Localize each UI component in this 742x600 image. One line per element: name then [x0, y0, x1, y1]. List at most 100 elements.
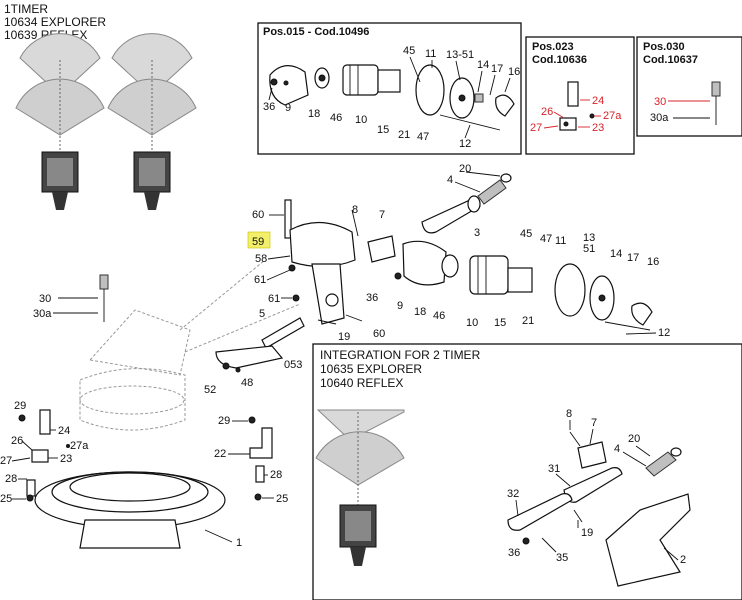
svg-text:51: 51 [583, 243, 595, 255]
svg-text:32: 32 [507, 488, 519, 500]
svg-text:7: 7 [591, 417, 597, 429]
svg-text:25: 25 [0, 493, 12, 505]
box-pos015-labels: 45 11 13-51 14 17 16 36 9 18 46 10 15 21… [263, 45, 520, 150]
svg-text:28: 28 [270, 469, 282, 481]
svg-text:31: 31 [548, 463, 560, 475]
box-pos015-parts [269, 64, 515, 131]
svg-text:13-51: 13-51 [446, 49, 474, 61]
svg-text:23: 23 [592, 122, 604, 134]
svg-text:60: 60 [252, 209, 264, 221]
svg-text:30a: 30a [33, 308, 52, 320]
box-pos015 [257, 22, 522, 155]
svg-text:11: 11 [425, 48, 436, 60]
svg-text:27a: 27a [603, 110, 622, 122]
svg-text:10: 10 [355, 114, 367, 126]
svg-text:15: 15 [494, 317, 506, 329]
svg-text:11: 11 [555, 235, 566, 247]
svg-text:22: 22 [214, 448, 226, 460]
box-pos030-title-b: Cod.10637 [643, 54, 698, 66]
box-pos030-title-a: Pos.030 [643, 41, 685, 53]
label-59-highlight [247, 231, 271, 249]
box-pos030-labels: 30 30a [650, 96, 710, 124]
svg-text:52: 52 [204, 384, 216, 396]
svg-text:47: 47 [417, 131, 429, 143]
svg-text:30: 30 [654, 96, 666, 108]
svg-text:25: 25 [276, 493, 288, 505]
svg-text:1: 1 [236, 537, 242, 549]
svg-text:3: 3 [474, 227, 480, 239]
svg-text:9: 9 [397, 300, 403, 312]
svg-text:48: 48 [241, 377, 253, 389]
spray-pattern-figure-left [15, 33, 105, 210]
svg-text:60: 60 [373, 328, 385, 340]
svg-text:4: 4 [447, 174, 453, 186]
svg-text:35: 35 [556, 552, 568, 564]
main-labels: 20 4 60 7 8 3 59 58 61 45 47 11 13 51 14… [33, 163, 670, 396]
box-pos030-parts [711, 81, 721, 125]
svg-text:45: 45 [403, 45, 415, 57]
integration-reflex: 10640 REFLEX [320, 376, 403, 390]
svg-text:26: 26 [11, 435, 23, 447]
box-integration [312, 343, 742, 600]
svg-text:13: 13 [583, 232, 595, 244]
svg-text:12: 12 [658, 327, 670, 339]
svg-text:24: 24 [592, 95, 604, 107]
svg-text:30: 30 [39, 293, 51, 305]
svg-text:27: 27 [0, 455, 12, 467]
svg-text:9: 9 [285, 102, 291, 114]
svg-text:10: 10 [466, 317, 478, 329]
svg-text:14: 14 [610, 248, 622, 260]
integration-labels: 8 7 20 4 31 32 19 36 35 2 [507, 408, 686, 566]
svg-text:20: 20 [628, 433, 640, 445]
svg-text:30a: 30a [650, 112, 669, 124]
box-pos023-labels: 24 26 27a 27 23 [530, 95, 622, 134]
ghost-sprinkler-body [79, 259, 301, 431]
svg-text:19: 19 [338, 331, 350, 343]
integration-parts [507, 431, 691, 587]
left-lower-labels: 29 24 26 27a 27 23 28 25 1 29 22 28 25 [0, 400, 288, 549]
spray-pattern-figure-right [107, 33, 197, 210]
box-pos023-title-b: Cod.10636 [532, 54, 587, 66]
svg-text:28: 28 [5, 473, 17, 485]
svg-text:61: 61 [254, 274, 266, 286]
svg-text:4: 4 [614, 443, 620, 455]
title-timer: 1TIMER [4, 2, 48, 16]
svg-text:14: 14 [477, 59, 489, 71]
svg-text:36: 36 [366, 292, 378, 304]
box-pos023 [525, 36, 635, 155]
integration-title: INTEGRATION FOR 2 TIMER [320, 348, 481, 362]
svg-text:61: 61 [268, 293, 280, 305]
svg-text:46: 46 [433, 310, 445, 322]
svg-text:7: 7 [379, 209, 385, 221]
integration-explorer: 10635 EXPLORER [320, 362, 422, 376]
left-lower-parts [18, 409, 273, 549]
svg-text:12: 12 [459, 138, 471, 150]
svg-text:21: 21 [398, 129, 410, 141]
svg-text:21: 21 [522, 315, 534, 327]
main-assembly-parts [215, 173, 653, 373]
svg-text:8: 8 [352, 204, 358, 216]
svg-text:17: 17 [491, 63, 503, 75]
svg-text:18: 18 [414, 306, 426, 318]
svg-text:59: 59 [252, 236, 264, 248]
svg-text:18: 18 [308, 108, 320, 120]
svg-text:053: 053 [284, 359, 302, 371]
svg-text:24: 24 [58, 425, 70, 437]
svg-text:36: 36 [508, 547, 520, 559]
svg-text:45: 45 [520, 228, 532, 240]
title-explorer: 10634 EXPLORER [4, 15, 106, 29]
svg-text:46: 46 [330, 112, 342, 124]
svg-text:20: 20 [459, 163, 471, 175]
box-pos015-title: Pos.015 - Cod.10496 [263, 26, 369, 38]
svg-text:16: 16 [508, 66, 520, 78]
box-pos030 [636, 36, 742, 137]
svg-text:36: 36 [263, 101, 275, 113]
svg-text:23: 23 [60, 453, 72, 465]
svg-text:15: 15 [377, 124, 389, 136]
svg-text:47: 47 [540, 233, 552, 245]
svg-text:29: 29 [218, 415, 230, 427]
svg-text:29: 29 [14, 400, 26, 412]
svg-text:8: 8 [566, 408, 572, 420]
box-pos023-parts [559, 81, 595, 131]
